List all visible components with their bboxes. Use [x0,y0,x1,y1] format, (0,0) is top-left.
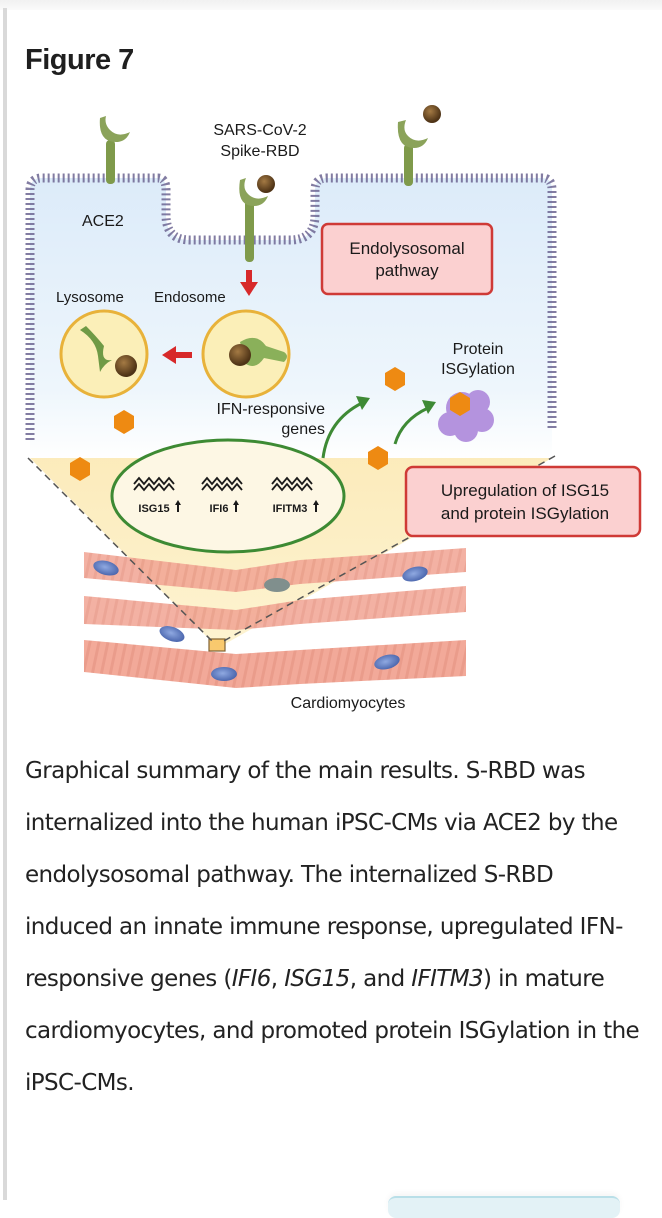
svg-text:Upregulation of ISG15: Upregulation of ISG15 [441,481,609,500]
arrowheads [356,396,436,414]
svg-text:IFITM3: IFITM3 [273,503,308,515]
svg-text:pathway: pathway [375,261,439,280]
upregulation-callout: Upregulation of ISG15 and protein ISGyla… [404,465,642,538]
up-arrow-icon [313,500,319,512]
virus-label-line1: SARS-CoV-2 [213,122,306,139]
dna-icon [271,476,313,492]
caption-text: ) in mature cardiomyocytes, and promoted… [25,966,640,1096]
caption-gene-name: IFITM3 [411,966,484,992]
zoom-origin-box [208,638,226,652]
expression-arrows [321,401,429,459]
spike-rbd-particle [257,175,275,193]
ace2-receptor-right [397,105,441,186]
figure-title: Figure 7 [25,44,134,76]
up-arrow-icon [175,500,181,512]
dna-icon [201,476,243,492]
ace2-receptor-left [99,116,130,184]
internalization-arrow [240,270,258,296]
lysosome-label: Lysosome [56,289,124,306]
caption-gene-name: IFI6 [231,966,272,992]
lysosome-arrow [162,346,192,364]
ace2-receptor-endocytosing [239,175,275,262]
lysosome [59,309,149,399]
svg-text:ISG15: ISG15 [138,503,169,515]
gene-list: ISG15 IFI6 IFITM3 [133,476,319,515]
caption-gene-name: ISG15 [284,966,350,992]
spike-rbd-particle [423,105,441,123]
graphical-summary-diagram[interactable]: SARS-CoV-2 Spike-RBD ACE2 Endolysosomal … [0,95,662,725]
cardiomyocytes [84,548,466,688]
left-border [3,8,7,1200]
gene-isg15: ISG15 [133,476,181,515]
cardiomyocytes-label: Cardiomyocytes [291,695,406,712]
top-bar [0,0,662,10]
bottom-action-button[interactable] [388,1196,620,1218]
figure-caption: Graphical summary of the main results. S… [25,745,645,1109]
dna-icon [133,476,175,492]
protein-label-line1: Protein [453,341,504,358]
isg15-hexagons [70,367,470,481]
gene-ifitm3: IFITM3 [271,476,319,515]
virus-label-line2: Spike-RBD [220,143,299,160]
svg-text:Endolysosomal: Endolysosomal [349,239,464,258]
gene-ifi6: IFI6 [201,476,243,515]
endosome-label: Endosome [154,289,226,306]
endolysosomal-pathway-callout: Endolysosomal pathway [320,222,494,296]
protein-label-line2: ISGylation [441,361,515,378]
nucleus-gene-oval [110,438,346,554]
cell-membrane [25,173,557,440]
caption-text: , and [349,966,412,992]
caption-text: Graphical summary of the main results. S… [25,758,623,992]
svg-text:and protein ISGylation: and protein ISGylation [441,504,609,523]
ifn-label-line1: IFN-responsive [217,401,326,418]
ace2-label: ACE2 [82,213,124,230]
svg-text:IFI6: IFI6 [210,503,229,515]
ifn-label-line2: genes [281,421,325,438]
up-arrow-icon [233,500,239,512]
caption-text: , [270,966,285,992]
endosome [201,309,291,399]
